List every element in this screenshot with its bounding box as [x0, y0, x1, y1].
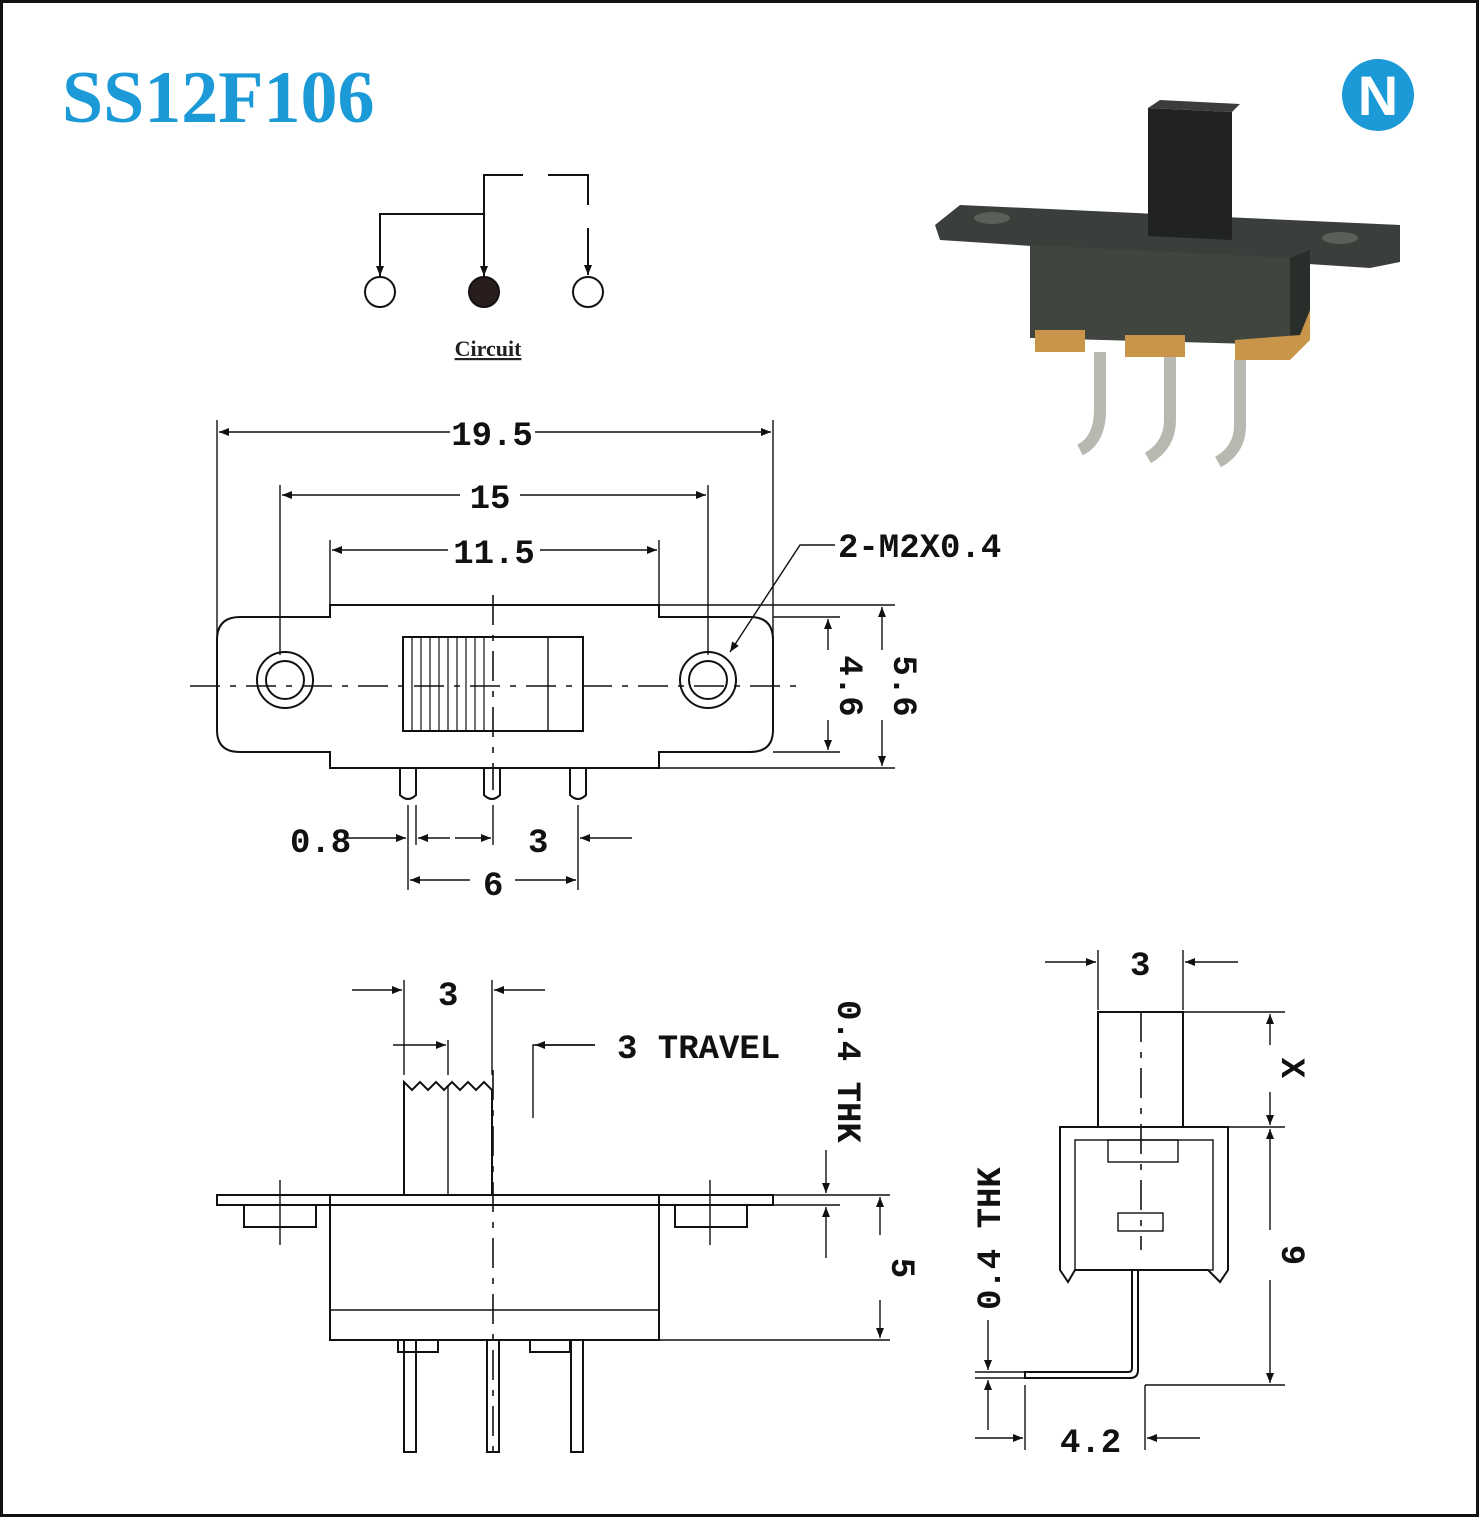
dim-thickness: 0.4 THK [827, 1000, 865, 1143]
dim-pin-pitch: 3 [528, 825, 548, 863]
circuit-caption: Circuit [455, 336, 522, 361]
dim-travel: 3 TRAVEL [617, 1031, 780, 1069]
dim-pin-offset: 4.2 [1060, 1425, 1121, 1463]
top-view-drawing: 19.5 15 11.5 2-M2X0.4 4.6 5.6 0.8 3 6 [190, 418, 1001, 906]
dim-body-length: 11.5 [453, 536, 535, 574]
dim-actuator-width: 3 [438, 978, 458, 1016]
dim-pin-width: 0.8 [290, 825, 351, 863]
terminal-common [468, 276, 500, 308]
end-view-drawing: 3 X 9 0.4 THK 4.2 [973, 948, 1309, 1463]
side-view-drawing: 3 3 TRAVEL 0.4 THK 5 [216, 978, 919, 1460]
dim-inner-height: 4.6 [829, 655, 867, 716]
logo-letter: N [1358, 64, 1398, 127]
circuit-diagram: Circuit [364, 174, 604, 361]
brand-logo: N [1342, 59, 1414, 131]
terminal-open-right [572, 276, 604, 308]
dim-outer-height: 5.6 [883, 655, 921, 716]
product-photo [935, 100, 1400, 468]
dim-screw-spec: 2-M2X0.4 [838, 530, 1001, 568]
dim-end-actuator-width: 3 [1130, 948, 1150, 986]
dim-overall-length: 19.5 [451, 418, 533, 456]
dim-hole-pitch: 15 [470, 481, 511, 519]
part-number-title: SS12F106 [62, 57, 375, 139]
terminal-open-left [364, 276, 396, 308]
dim-actuator-height-x: X [1271, 1058, 1309, 1079]
dim-overall-height: 9 [1271, 1245, 1309, 1265]
dim-end-thickness: 0.4 THK [973, 1167, 1011, 1310]
dim-pin-span: 6 [483, 868, 503, 906]
dim-body-height: 5 [881, 1258, 919, 1278]
